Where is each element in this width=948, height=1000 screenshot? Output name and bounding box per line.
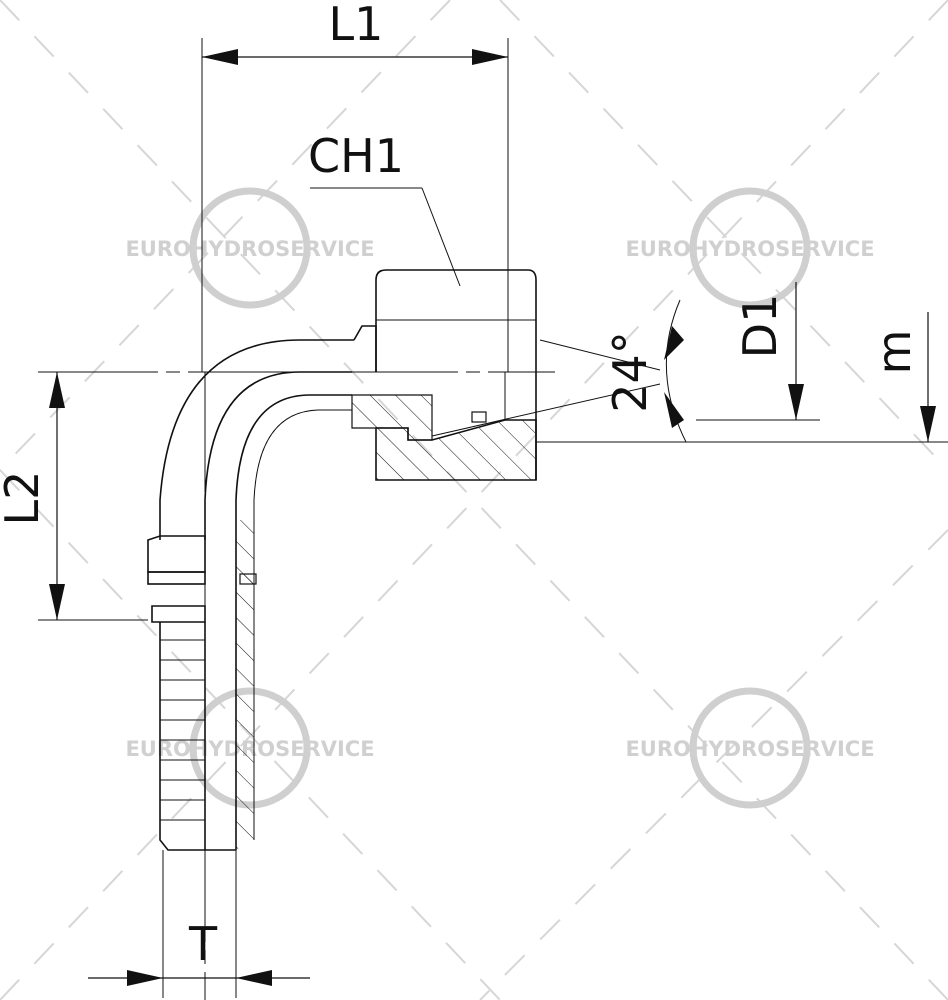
dimension-t: T: [88, 850, 310, 998]
label-l1: L1: [329, 0, 384, 51]
watermark-4: EUROHYDROSERVICE: [625, 687, 875, 809]
label-m: m: [867, 330, 921, 375]
dimension-m: m: [536, 312, 948, 443]
label-l2: L2: [0, 471, 49, 526]
watermark-1: EUROHYDROSERVICE: [125, 187, 375, 309]
angle-callout: 24°: [431, 299, 687, 443]
label-angle: 24°: [603, 331, 657, 413]
dimension-d1: D1: [696, 282, 820, 421]
label-ch1: CH1: [308, 129, 404, 183]
watermark-circle: [689, 687, 811, 809]
dimension-l2: L2: [0, 372, 148, 621]
hose-serrations: [160, 639, 205, 821]
watermark-circle: [689, 187, 811, 309]
watermark-text: EUROHYDROSERVICE: [625, 737, 874, 761]
watermark-2: EUROHYDROSERVICE: [625, 187, 875, 309]
o-ring-2: [239, 573, 257, 585]
hex-nut: [375, 269, 537, 481]
watermark-text: EUROHYDROSERVICE: [625, 237, 874, 261]
dimension-l1: L1: [201, 0, 509, 372]
label-d1: D1: [733, 294, 787, 359]
o-ring: [471, 411, 487, 423]
watermark-circle: [189, 187, 311, 309]
watermark-text: EUROHYDROSERVICE: [125, 237, 374, 261]
label-t: T: [188, 917, 218, 971]
callout-ch1: CH1: [308, 129, 461, 287]
bore-section-hatch: [236, 520, 254, 850]
